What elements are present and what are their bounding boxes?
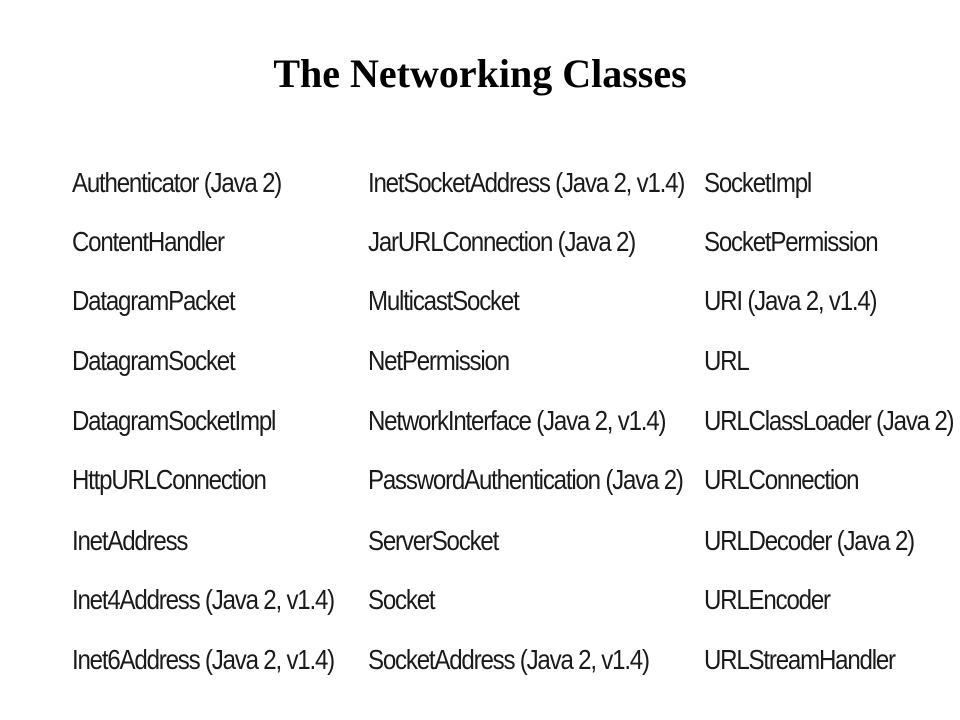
class-name: URLDecoder (Java 2) [704,525,915,556]
class-name: DatagramSocket [72,345,236,376]
class-name: InetSocketAddress (Java 2, v1.4) [368,167,685,198]
class-name: ServerSocket [368,525,499,556]
class-name: MulticastSocket [368,285,520,316]
class-name: Socket [368,584,436,615]
class-name: DatagramPacket [72,285,236,316]
class-name: Inet4Address (Java 2, v1.4) [72,584,335,615]
class-name: URLClassLoader (Java 2) [704,405,955,436]
class-name: InetAddress [72,525,188,556]
class-name: Authenticator (Java 2) [72,167,282,198]
class-name: SocketAddress (Java 2, v1.4) [368,644,650,675]
class-name: SocketImpl [704,167,812,198]
class-name: SocketPermission [704,226,879,257]
class-name: NetworkInterface (Java 2, v1.4) [368,405,666,436]
class-name: URLConnection [704,464,860,495]
class-name: URI (Java 2, v1.4) [704,285,878,316]
class-name: NetPermission [368,345,510,376]
class-name: ContentHandler [72,226,225,257]
class-name: PasswordAuthentication (Java 2) [368,464,684,495]
page-title: The Networking Classes [273,51,687,96]
class-name: URL [704,345,750,376]
class-name: URLStreamHandler [704,644,896,675]
class-name: HttpURLConnection [72,464,267,495]
class-name: DatagramSocketImpl [72,405,276,436]
class-name: Inet6Address (Java 2, v1.4) [72,644,335,675]
class-name: URLEncoder [704,584,831,615]
class-name: JarURLConnection (Java 2) [368,226,636,257]
